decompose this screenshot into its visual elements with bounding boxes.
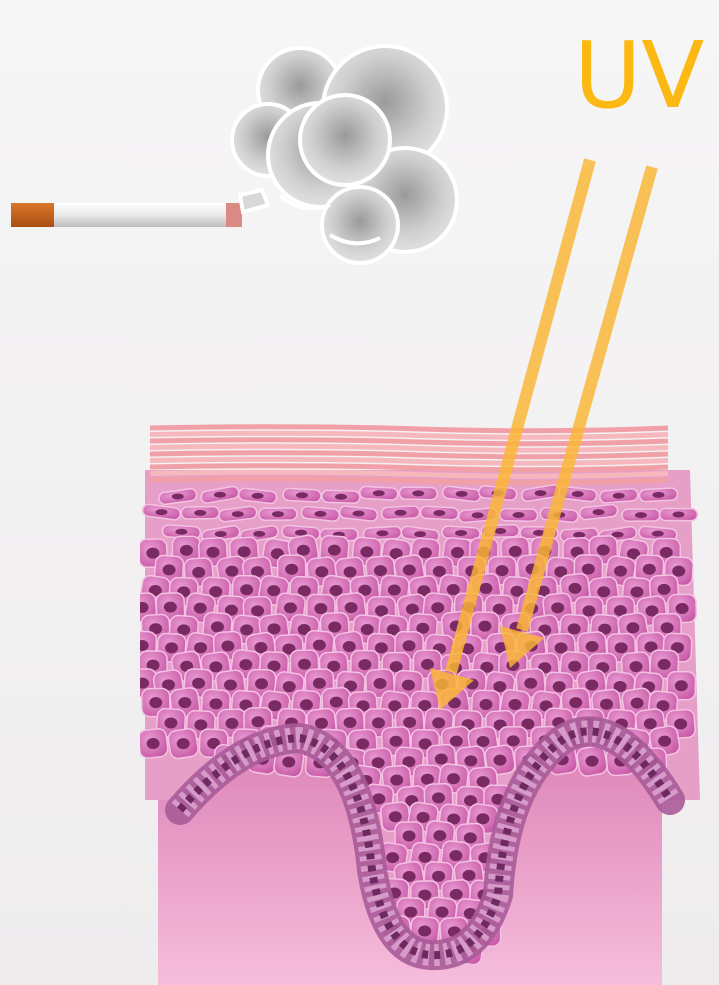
corneum-layer [150,459,668,463]
cell [659,508,697,520]
corneum-layer [150,427,668,431]
cell [359,486,398,500]
cell [181,507,219,520]
cell [499,509,537,522]
corneum-layer [150,453,668,457]
cell [399,487,437,500]
cell [420,506,459,520]
cigarette-icon [11,203,242,227]
cell [138,728,169,759]
cell [622,509,660,521]
stratum-corneum [150,427,668,483]
cell [167,728,199,760]
corneum-layer [150,446,668,450]
cell [639,488,678,502]
cell [381,506,420,520]
corneum-layer [150,440,668,444]
cell [259,508,297,520]
cell [599,488,638,503]
cell [322,490,360,503]
corneum-layer [150,466,668,470]
skin-cross-section-icon [127,427,700,985]
corneum-layer [150,433,668,437]
cell [283,488,322,502]
uv-label: UV [574,30,704,122]
smoke-icon [232,46,457,263]
